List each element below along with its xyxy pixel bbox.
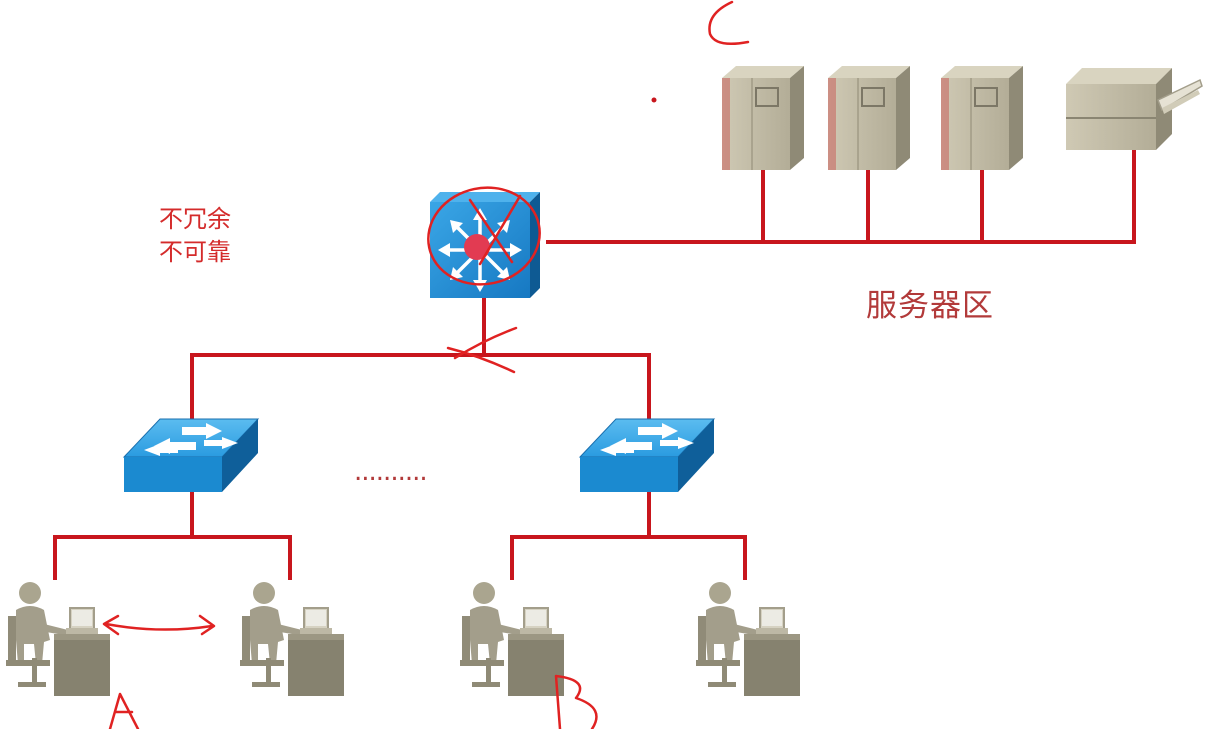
server-icon [940, 65, 1024, 171]
handwritten-b [554, 674, 598, 729]
handwritten-marks [102, 0, 750, 729]
workstation-icon [5, 581, 111, 697]
core-switch-cross [468, 194, 522, 266]
handwritten-a [108, 692, 140, 729]
server-zone [721, 65, 1203, 171]
core-switch-icon [430, 192, 540, 298]
printer-icon [1066, 68, 1203, 150]
server-icon [721, 65, 805, 171]
top-scribble [708, 0, 750, 45]
workstation-icon [239, 581, 345, 697]
note-line-1: 不冗余 [159, 205, 231, 233]
access-switch-icon [123, 418, 259, 493]
core-switch-circle [427, 186, 541, 286]
workstation-icon [459, 581, 565, 697]
server-zone-label: 服务器区 [866, 288, 994, 324]
network-links [53, 148, 1136, 580]
uplink-cross [446, 326, 518, 374]
host-communication-arrow [102, 614, 216, 636]
note-line-2: 不可靠 [159, 238, 231, 266]
access-switch-icon [579, 418, 715, 493]
stray-dot [651, 97, 657, 103]
redundancy-note: 不冗余 不可靠 [159, 203, 231, 269]
server-icon [827, 65, 911, 171]
workstation-icon [695, 581, 801, 697]
switch-ellipsis: .......... [354, 457, 427, 487]
